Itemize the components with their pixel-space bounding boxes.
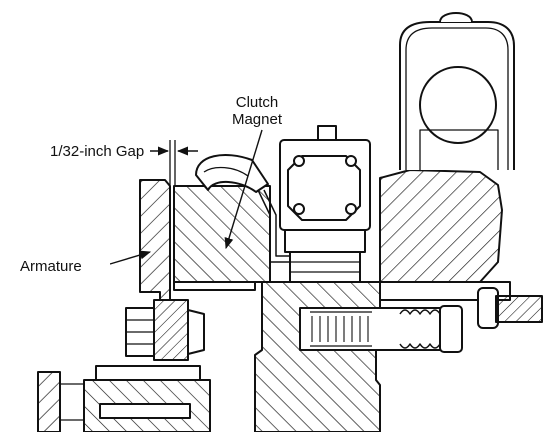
clutch-magnet-body <box>173 185 271 283</box>
right-housing <box>379 169 503 283</box>
clutch-magnet-leader <box>224 129 263 250</box>
spring <box>399 309 441 349</box>
center-housing <box>254 281 381 432</box>
base-left <box>37 371 61 432</box>
clutch-label-line2: Magnet <box>232 111 283 128</box>
bolt <box>495 295 543 323</box>
gap-label: 1/32-inch Gap <box>50 143 144 160</box>
magnet-lower-step <box>173 281 256 291</box>
armature-leader <box>109 250 152 265</box>
armature-label: Armature <box>20 258 82 275</box>
screw-icon <box>293 155 305 167</box>
shaft <box>299 307 461 351</box>
clutch-label-line1: Clutch <box>236 94 279 111</box>
plunger <box>439 305 463 353</box>
armature-plate <box>139 179 171 301</box>
cable-elbow <box>195 154 269 193</box>
wire-run <box>257 189 300 263</box>
cover-window <box>419 66 497 144</box>
